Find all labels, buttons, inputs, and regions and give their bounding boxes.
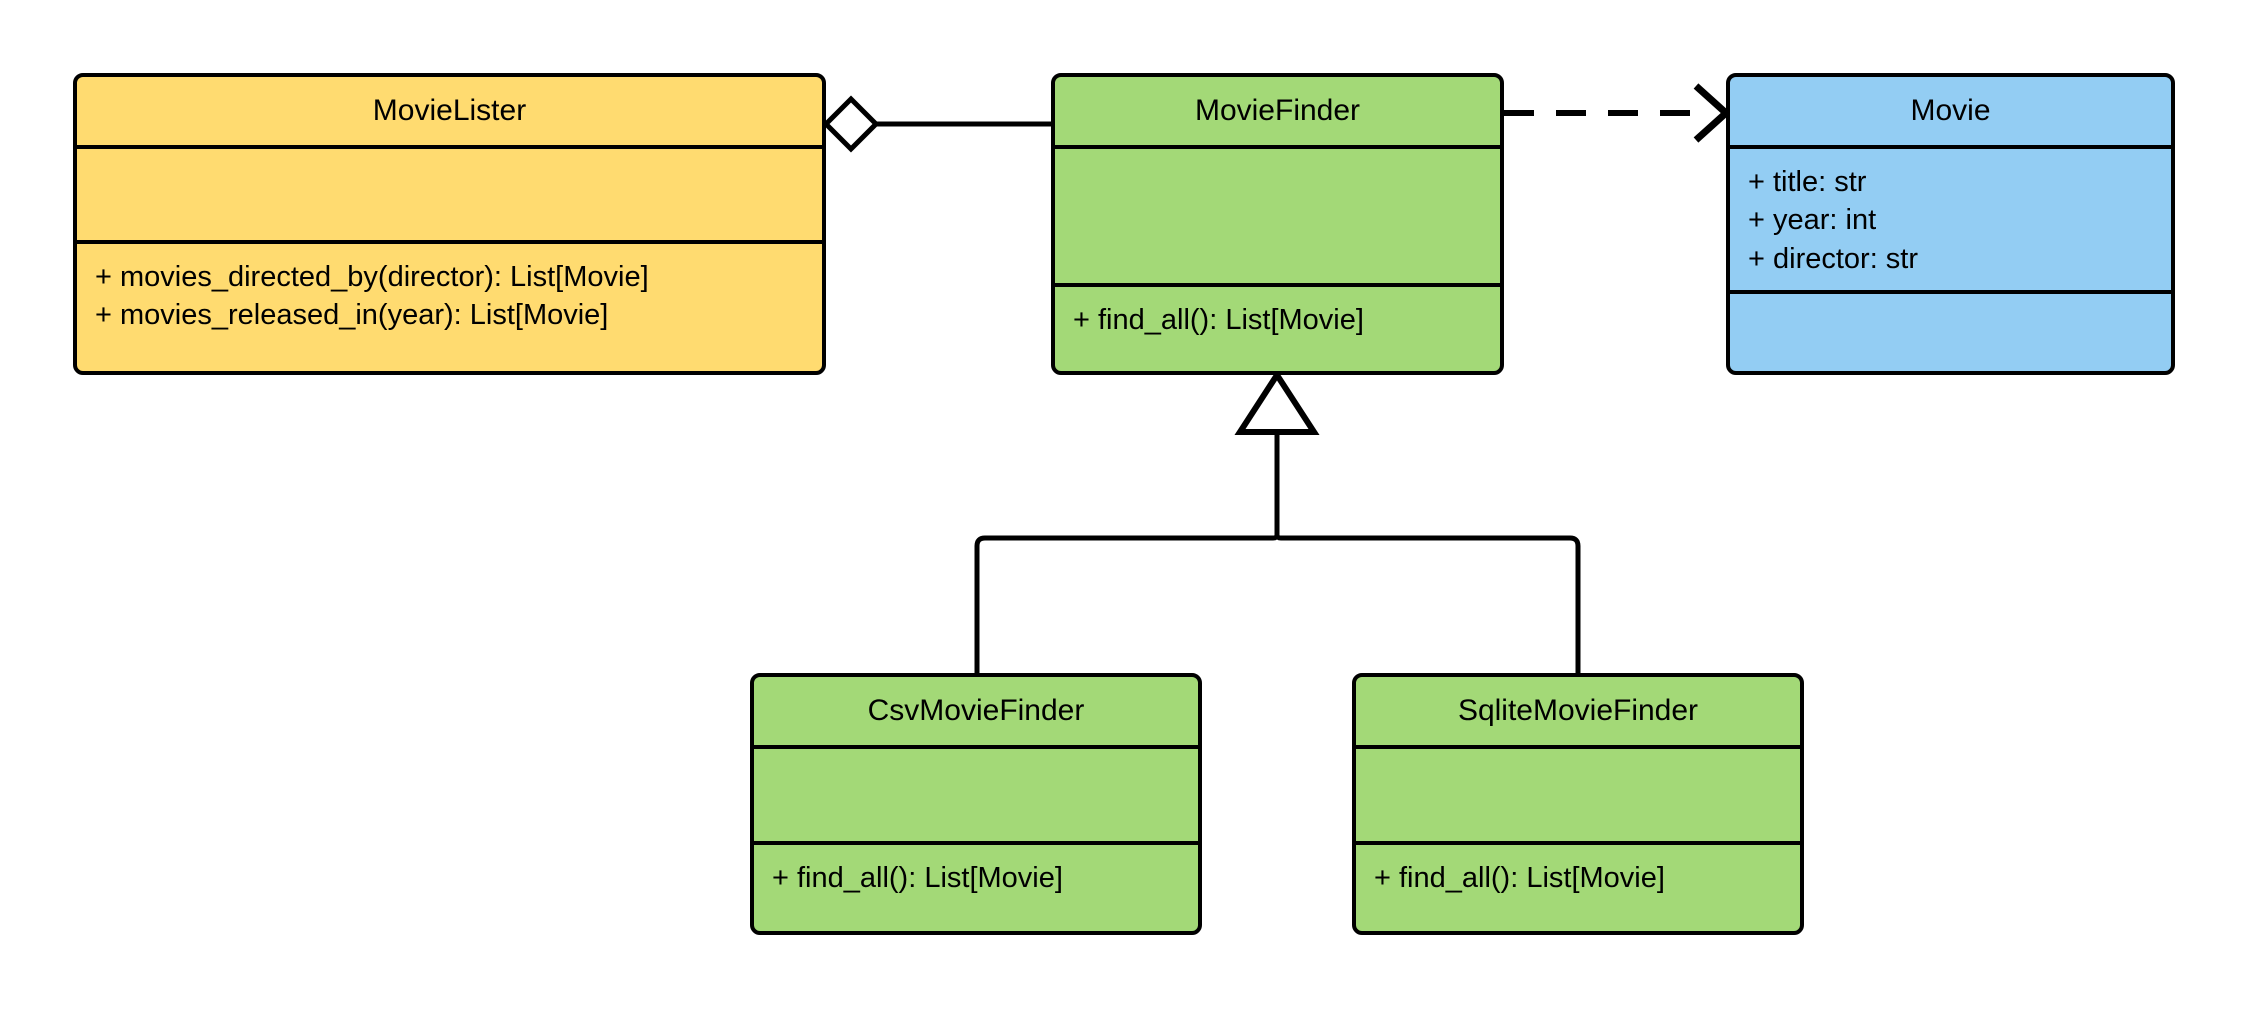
class-name-sqlite-movie-finder: SqliteMovieFinder xyxy=(1457,694,1699,727)
attributes-compartment-movie-lister xyxy=(77,145,822,240)
aggregation-connector xyxy=(822,95,1051,153)
operations-compartment-csv-movie-finder: + find_all(): List[Movie] xyxy=(754,841,1198,931)
attributes-compartment-csv-movie-finder xyxy=(754,745,1198,841)
attributes-compartment-movie: + title: str + year: int + director: str xyxy=(1730,145,2171,290)
hollow-triangle-icon xyxy=(1234,369,1320,435)
class-name-movie: Movie xyxy=(1910,94,1991,127)
operations-compartment-movie xyxy=(1730,290,2171,371)
class-name-movie-finder: MovieFinder xyxy=(1194,94,1361,127)
class-name-movie-lister: MovieLister xyxy=(372,94,527,127)
hollow-diamond-icon xyxy=(822,95,880,153)
generalization-branch-right xyxy=(1274,534,1581,673)
attribute-item: + year: int xyxy=(1748,204,1877,237)
generalization-connector xyxy=(974,369,1581,673)
operation-item: + movies_directed_by(director): List[Mov… xyxy=(95,261,649,293)
attributes-compartment-sqlite-movie-finder xyxy=(1356,745,1800,841)
operation-item: + find_all(): List[Movie] xyxy=(772,862,1063,894)
operations-compartment-sqlite-movie-finder: + find_all(): List[Movie] xyxy=(1356,841,1800,931)
class-box-movie[interactable]: Movie + title: str + year: int + directo… xyxy=(1726,73,2175,375)
class-box-movie-lister[interactable]: MovieLister + movies_directed_by(directo… xyxy=(73,73,826,375)
operations-compartment-movie-finder: + find_all(): List[Movie] xyxy=(1055,283,1500,371)
operations-compartment-movie-lister: + movies_directed_by(director): List[Mov… xyxy=(77,240,822,371)
class-box-movie-finder[interactable]: MovieFinder + find_all(): List[Movie] xyxy=(1051,73,1504,375)
attribute-item: + title: str xyxy=(1748,166,1867,198)
attribute-item: + director: str xyxy=(1748,242,1919,275)
generalization-branch-left xyxy=(974,534,1280,673)
operation-item: + find_all(): List[Movie] xyxy=(1073,304,1364,336)
class-name-csv-movie-finder: CsvMovieFinder xyxy=(867,694,1085,727)
operation-item: + find_all(): List[Movie] xyxy=(1374,862,1665,894)
attributes-compartment-movie-finder xyxy=(1055,145,1500,283)
class-box-csv-movie-finder[interactable]: CsvMovieFinder + find_all(): List[Movie] xyxy=(750,673,1202,935)
operation-item: + movies_released_in(year): List[Movie] xyxy=(95,299,609,332)
open-arrow-icon xyxy=(1693,83,1732,143)
class-box-sqlite-movie-finder[interactable]: SqliteMovieFinder + find_all(): List[Mov… xyxy=(1352,673,1804,935)
dependency-connector xyxy=(1504,83,1732,143)
